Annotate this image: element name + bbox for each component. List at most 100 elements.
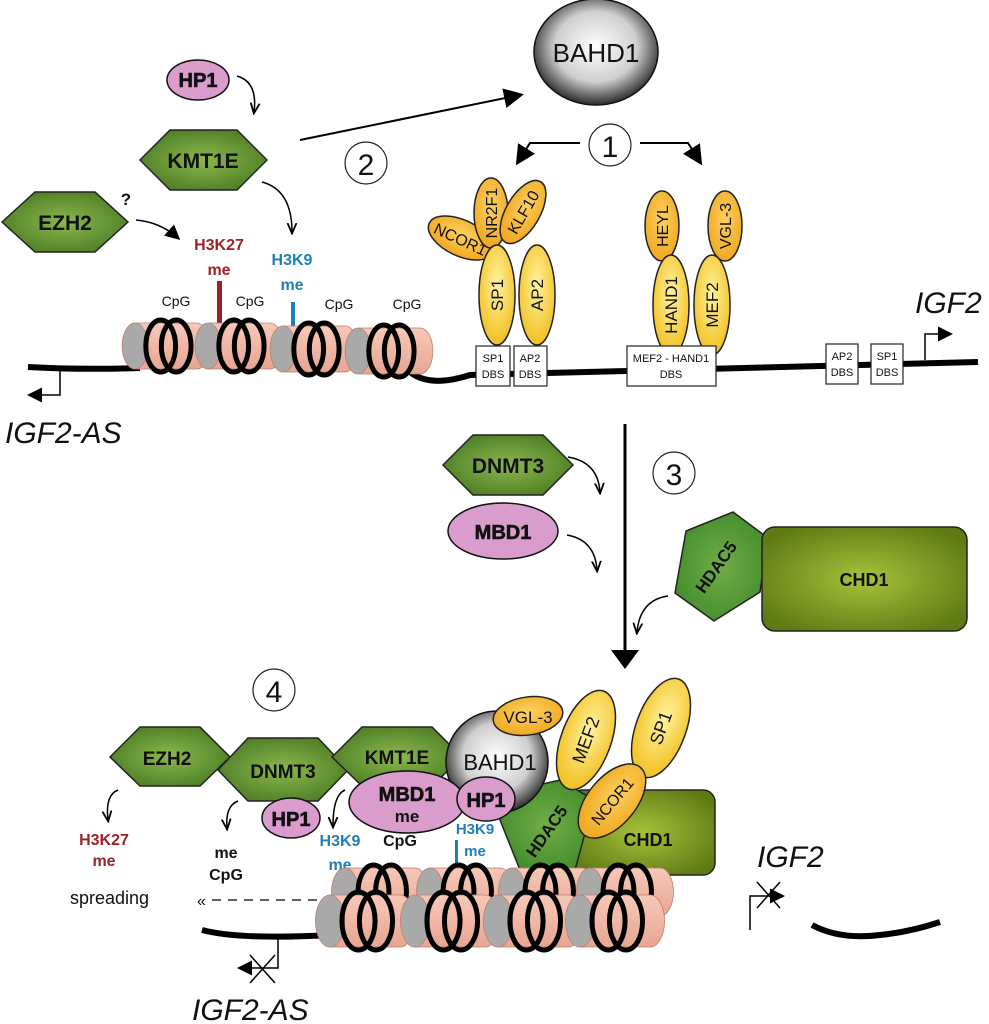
kmt1e-protein-bottom: KMT1E [330,726,464,787]
step-2-label: 2 [358,149,375,182]
step-4-marker: 4 [252,668,296,712]
sp1-label: SP1 [488,279,507,311]
hp1-label: HP1 [272,809,311,831]
chd1-protein-middle: CHD1 [761,526,968,632]
dnmt3-label: DNMT3 [472,455,544,478]
vgl3-label: VGL-3 [718,203,735,249]
hand1-label: HAND1 [662,276,681,334]
igf2-label: IGF2 [915,287,982,320]
sp1-protein [478,244,516,346]
step-1-left-arrow [515,142,580,166]
dbs-line2: DBS [482,369,505,381]
dnmt3-to-mecpg-arrow [227,800,239,828]
kmt1e-protein-top: KMT1E [138,129,269,191]
h3k27-label: H3K27 [79,832,129,849]
dnmt3-label: DNMT3 [250,762,315,783]
dbs-line1: AP2 [520,353,541,365]
h3k27-me-label: me [92,853,115,870]
kmt1e-label: KMT1E [365,748,429,769]
ezh2-question-mark: ? [121,190,131,209]
dbs-line2: DBS [660,369,683,381]
h3k9-mark-bar [455,840,458,864]
step-4-label: 4 [266,676,283,709]
hp1-protein-top: HP1 [166,59,230,101]
methyl-cpg-label: CpG [209,867,243,884]
cpg-label: CpG [236,293,265,309]
dbs-box: AP2 DBS [513,345,548,387]
nucleosome [565,889,665,953]
h3k9-label: H3K9 [456,821,494,838]
step-1-marker: 1 [588,123,632,167]
step-1-label: 1 [602,131,619,164]
mbd1-protein-middle: MBD1 [447,502,559,560]
igf2-as-label: IGF2-AS [192,994,309,1024]
blocked-cross-icon [249,954,276,984]
methyl-cpg-me-label: me [214,845,237,862]
hp1-protein-bottom-left: HP1 [261,797,321,839]
hdac5-protein-middle: HDAC5 [674,511,769,622]
mbd1-arrow [566,534,597,570]
bahd1-label: BAHD1 [553,38,640,68]
h3k9-label: H3K9 [320,833,361,850]
dbs-line2: DBS [519,369,542,381]
cpg-label: CpG [325,296,354,312]
hp1-to-kmt1e-arrow [236,75,255,112]
h3k9-mark-bar [291,302,295,327]
sp1-protein-bottom: SP1 [630,677,692,779]
chd1-label: CHD1 [623,830,672,850]
nr2f1-label: NR2F1 [484,188,501,239]
double-chevron-left-icon: « [197,893,206,910]
cpg-label: CpG [383,833,417,850]
dbs-line2: DBS [831,367,854,379]
h3k9-label: H3K9 [272,252,313,269]
dbs-box: MEF2 - HAND1 DBS [626,345,717,387]
dnmt3-arrow [567,456,600,492]
dna-strand-bottom [201,919,941,940]
ezh2-label: EZH2 [143,749,192,770]
ezh2-label: EZH2 [38,212,92,235]
ap2-protein [518,244,556,346]
hp1-protein-bottom-right: HP1 [456,776,516,822]
nucleosome [344,322,434,380]
kmt1e-label: KMT1E [167,150,238,173]
nucleosome [315,889,415,953]
step-1-right-arrow [640,142,703,166]
tf-complex-left: NCOR1 NR2F1 KLF10 SP1 AP2 [427,177,556,346]
vgl3-protein-bottom: VGL-3 [492,695,564,737]
step-2-arrow [299,88,524,141]
igf2-as-label: IGF2-AS [5,417,122,450]
dbs-box: SP1 DBS [475,345,511,387]
bahd1-protein-bottom: BAHD1 [445,710,549,814]
nucleosome [269,320,359,378]
igf2-label: IGF2 [757,841,824,874]
klf10-protein [499,179,547,245]
nucleosome [121,317,211,375]
igf2-promoter-arrow-blocked [749,888,785,930]
heyl-label: HEYL [655,205,672,247]
vgl3-protein [707,190,743,262]
ezh2-to-h3k27-arrow [107,789,119,820]
ezh2-to-h3k27-arrow [135,219,181,240]
bahd1-label: BAHD1 [463,750,536,775]
spreading-label: spreading [70,888,149,908]
kmt1e-to-h3k9-arrow [261,181,292,232]
ezh2-protein-top: EZH2 [0,191,130,253]
dnmt3-protein-middle: DNMT3 [441,434,575,496]
nucleosome [483,889,583,953]
h3k9-me-label: me [464,843,486,860]
h3k27-label: H3K27 [194,237,244,254]
step-3-marker: 3 [652,451,696,495]
hp1-label: HP1 [179,70,218,92]
ap2-label: AP2 [528,279,547,311]
nucleosome-array-top [121,317,434,380]
ezh2-protein-bottom: EZH2 [108,726,232,787]
kmt1e-to-h3k9-arrow [333,789,346,826]
chd1-label: CHD1 [839,570,888,590]
mef2-protein-bottom: MEF2 [555,689,617,791]
nucleosome [194,317,284,375]
h3k27-mark-bar [217,281,222,323]
nucleosome [400,889,500,953]
dna-strand-top [27,359,979,384]
igf2-as-promoter-arrow-blocked [237,935,279,976]
nucleosome-array-bottom [315,862,674,953]
